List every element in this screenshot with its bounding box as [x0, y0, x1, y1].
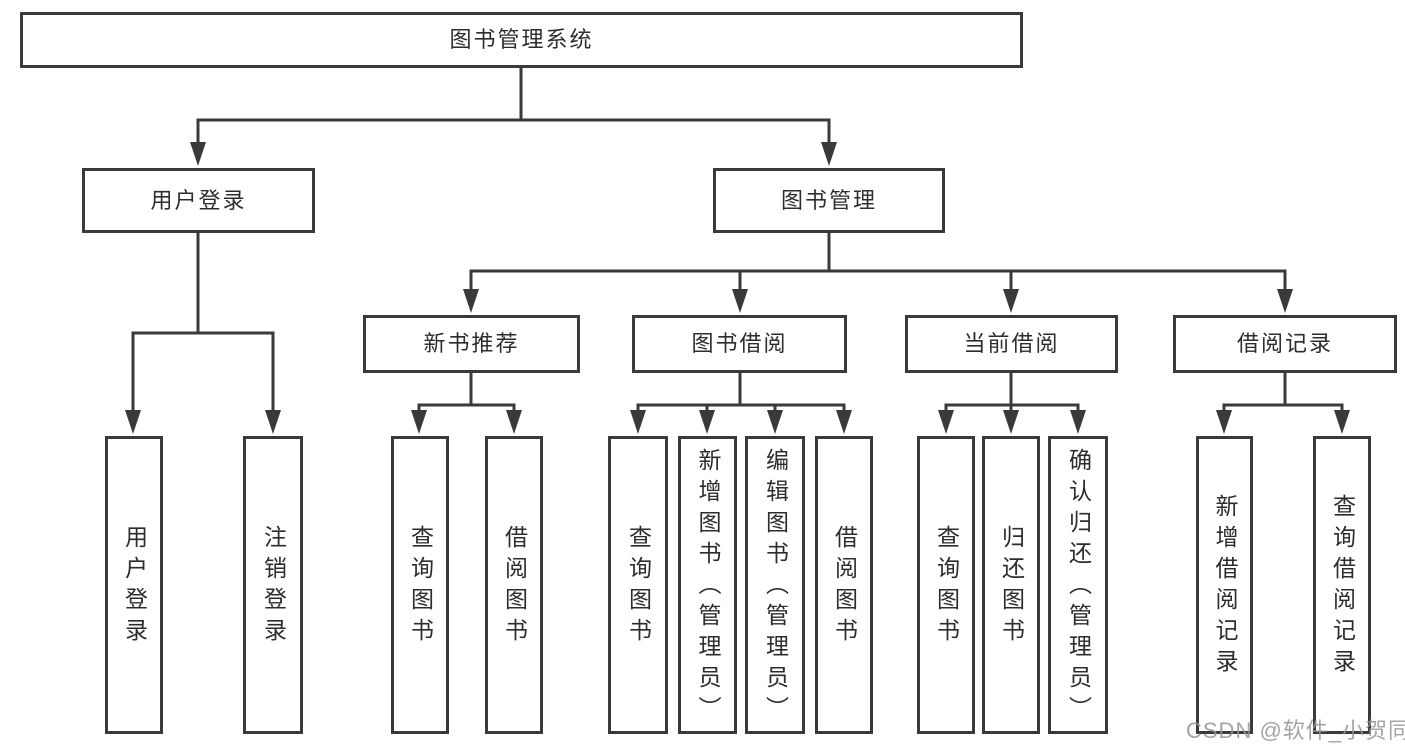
- node-root-system: 图书管理系统: [20, 12, 1023, 68]
- leaf-add-books-admin: 新增图书（管理员）: [678, 436, 737, 734]
- leaf-return-books: 归还图书: [982, 436, 1040, 734]
- leaf-query-books-borrowing: 查询图书: [608, 436, 668, 734]
- leaf-borrow-books-recommend: 借阅图书: [485, 436, 543, 734]
- leaf-query-books-current: 查询图书: [917, 436, 975, 734]
- leaf-logout: 注销登录: [243, 436, 303, 734]
- node-current-borrowing: 当前借阅: [905, 315, 1118, 373]
- node-book-borrowing: 图书借阅: [632, 315, 847, 373]
- leaf-query-borrow-record: 查询借阅记录: [1313, 436, 1371, 734]
- csdn-watermark: CSDN @软件_小贺同学: [1186, 718, 1405, 743]
- leaf-add-borrow-record: 新增借阅记录: [1196, 436, 1253, 734]
- leaf-confirm-return-admin: 确认归还（管理员）: [1048, 436, 1108, 734]
- leaf-borrow-books: 借阅图书: [815, 436, 873, 734]
- node-borrowing-records: 借阅记录: [1173, 315, 1397, 373]
- leaf-user-login: 用户登录: [105, 436, 163, 734]
- leaf-query-books-recommend: 查询图书: [391, 436, 449, 734]
- node-book-management: 图书管理: [713, 168, 945, 233]
- leaf-edit-books-admin: 编辑图书（管理员）: [745, 436, 805, 734]
- node-new-book-recommend: 新书推荐: [363, 315, 580, 373]
- node-user-login: 用户登录: [82, 168, 315, 233]
